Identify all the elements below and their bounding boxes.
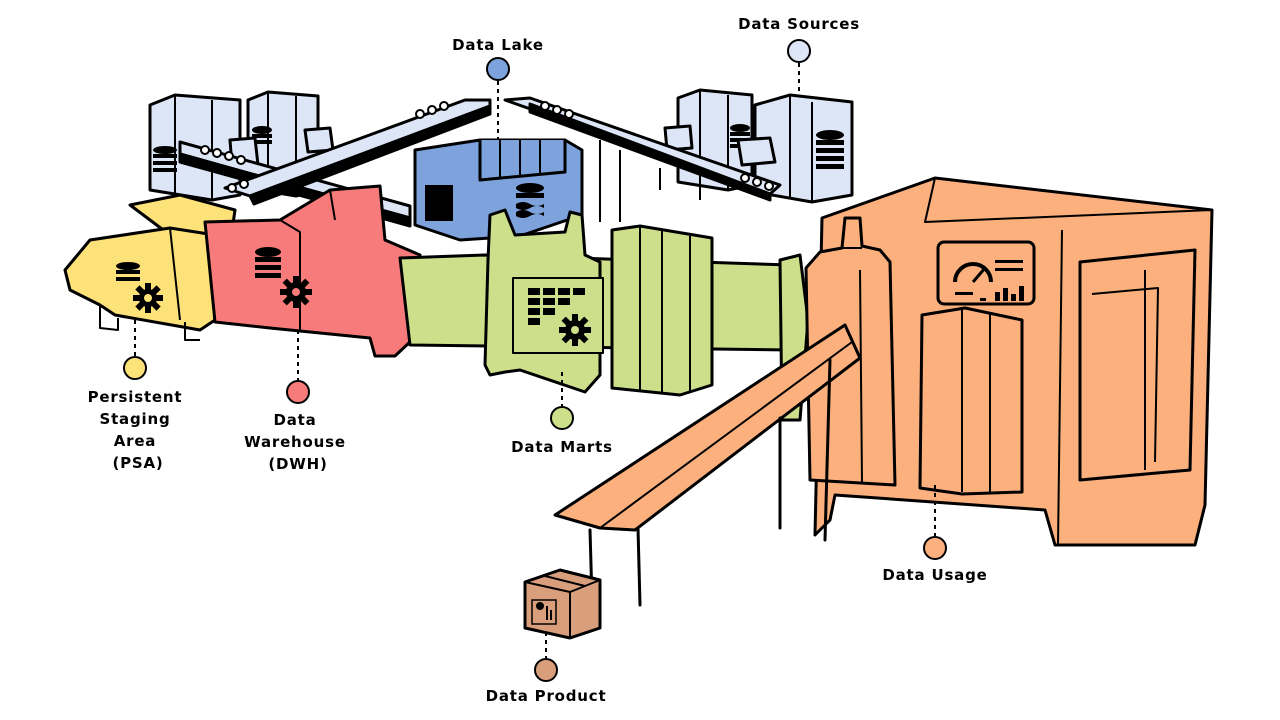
data-usage-pin (923, 536, 947, 560)
psa-machine (63, 193, 237, 341)
dwh-label-line-3: (DWH) (268, 455, 327, 473)
dwh-pin (286, 380, 310, 404)
data-lake-label: Data Lake (452, 36, 544, 54)
psa-pin (123, 356, 147, 380)
data-marts-pin (550, 406, 574, 430)
dwh-machine (203, 184, 422, 358)
output-conveyor (553, 323, 862, 607)
data-usage-label: Data Usage (882, 566, 987, 584)
data-product-box (523, 568, 602, 640)
data-lake-pin (486, 57, 510, 81)
data-sources-label: Data Sources (738, 15, 860, 33)
data-marts-machine (398, 208, 810, 422)
data-product-label: Data Product (486, 687, 607, 705)
gear-icon (559, 314, 591, 346)
data-sources-pin (787, 39, 811, 63)
gear-icon (133, 283, 163, 313)
psa-label: Persistent Staging Area (PSA) (88, 388, 189, 472)
dwh-label-line-1: Data (273, 411, 316, 429)
psa-label-line-4: (PSA) (112, 454, 163, 472)
data-marts-label: Data Marts (511, 438, 613, 456)
data-product-pin (534, 658, 558, 682)
dwh-label-line-2: Warehouse (244, 433, 346, 451)
data-sources-servers-right (663, 88, 854, 204)
data-usage-machine (804, 176, 1214, 547)
psa-label-line-3: Area (114, 432, 157, 450)
psa-label-line-1: Persistent (88, 388, 183, 406)
gear-icon (280, 276, 312, 308)
dwh-label: Data Warehouse (DWH) (244, 411, 352, 473)
psa-label-line-2: Staging (99, 410, 170, 428)
conveyor-right-to-lake (503, 96, 782, 222)
